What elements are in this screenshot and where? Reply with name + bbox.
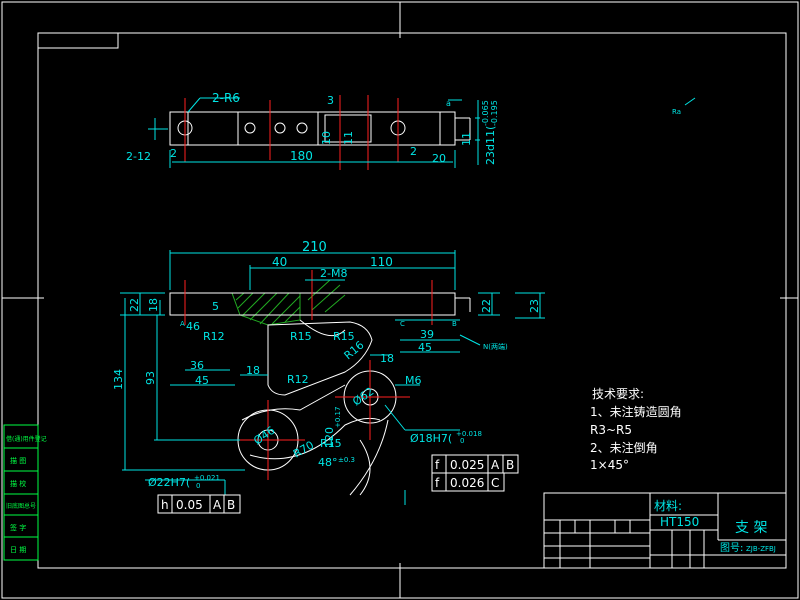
side-stamp: 借(通)用件登记 描 图 描 校 旧底图总号 签 字 日 期 bbox=[3, 424, 47, 561]
tol1-symbol: f bbox=[435, 458, 440, 472]
tol2-datum-1: C bbox=[491, 476, 499, 490]
dim-bore-22h7-upper: +0.021 bbox=[194, 474, 220, 482]
dim-distance-120: 120 bbox=[323, 427, 336, 448]
dim-mid-3: 3 bbox=[327, 94, 334, 107]
dim-length-180: 180 bbox=[290, 149, 313, 163]
drawing-number: ZJB-ZFBJ bbox=[746, 545, 776, 553]
tol1-datum-2: B bbox=[506, 458, 514, 472]
dim-width-45-left: 45 bbox=[195, 374, 209, 387]
dim-radius-r15-a: R15 bbox=[290, 330, 312, 343]
dim-height-23-right: 23 bbox=[528, 299, 541, 313]
technical-requirements: 技术要求: 1、未注铸造圆角 R3~R5 2、未注倒角 1×45° bbox=[590, 387, 682, 472]
tolerance-frame-2: f 0.026 C bbox=[431, 472, 505, 492]
dim-radius-r12-a: R12 bbox=[203, 330, 225, 343]
dim-bore-18h7-lower: 0 bbox=[460, 437, 464, 445]
dim-angle-48-tolerance: ±0.3 bbox=[338, 456, 355, 464]
dim-thread-m6: M6 bbox=[405, 374, 422, 387]
dim-width-18-left: 18 bbox=[246, 364, 260, 377]
flatness-tag: N(两端) bbox=[483, 342, 508, 351]
dim-holes-2m8: 2-M8 bbox=[320, 267, 347, 280]
dim-right-20: 20 bbox=[432, 152, 446, 165]
dim-width-46: 46 bbox=[186, 320, 200, 333]
dim-radius-r12-b: R12 bbox=[287, 373, 309, 386]
dim-height-5: 5 bbox=[212, 300, 219, 313]
drawing-number-label: 图号: bbox=[720, 542, 743, 554]
dim-tolerance-23d11: 23d11( bbox=[484, 126, 497, 165]
stamp-row-4: 旧底图总号 bbox=[6, 502, 36, 510]
dim-height-93: 93 bbox=[144, 371, 157, 385]
tol3-symbol: h bbox=[161, 498, 169, 512]
tech-req-line-2: R3~R5 bbox=[590, 423, 632, 437]
dim-bore-22h7: Ø22H7( bbox=[148, 476, 190, 489]
dim-height-18-left: 18 bbox=[147, 298, 160, 312]
datum-b-label: B bbox=[452, 320, 457, 328]
part-name: 支 架 bbox=[735, 520, 767, 536]
stamp-row-3: 描 校 bbox=[10, 479, 26, 488]
tech-req-title: 技术要求: bbox=[592, 387, 644, 401]
section-hatch bbox=[231, 279, 346, 326]
dim-radius-r15-c: R15 bbox=[320, 437, 342, 450]
tol3-datum-2: B bbox=[227, 498, 235, 512]
dim-height-134: 134 bbox=[112, 369, 125, 390]
dim-height-22-right: 22 bbox=[480, 299, 493, 313]
dim-diameter-46: Ø46 bbox=[251, 424, 277, 448]
dim-right-11: 11 bbox=[460, 132, 473, 146]
tolerance-frame-3: h 0.05 A B bbox=[157, 494, 241, 514]
tech-req-line-4: 1×45° bbox=[590, 458, 629, 472]
stamp-row-6: 日 期 bbox=[10, 546, 26, 554]
dim-length-110: 110 bbox=[370, 255, 393, 269]
stamp-row-5: 签 字 bbox=[10, 523, 26, 532]
material-label: 材料: bbox=[654, 499, 682, 513]
stamp-row-1: 借(通)用件登记 bbox=[6, 435, 47, 443]
dim-radius-r70: R70 bbox=[291, 439, 316, 461]
roughness-note: Ra bbox=[672, 108, 681, 116]
material-value: HT150 bbox=[660, 515, 699, 529]
dim-bore-18h7-upper: +0.018 bbox=[456, 430, 482, 438]
dim-mid-10: 10 bbox=[320, 131, 333, 145]
dim-width-45-right: 45 bbox=[418, 341, 432, 354]
dim-fillet-2r6: 2-R6 bbox=[212, 91, 240, 105]
dim-distance-120-tolerance: +0.17 bbox=[334, 407, 342, 428]
title-block: 材料: HT150 支 架 图号: ZJB-ZFBJ bbox=[543, 492, 787, 569]
dim-tolerance-23d11-lower: -0.195 bbox=[490, 100, 499, 126]
datum-c-label: C bbox=[400, 320, 405, 328]
tol2-symbol: f bbox=[435, 476, 440, 490]
dim-angle-48: 48° bbox=[318, 456, 338, 469]
tech-req-line-3: 2、未注倒角 bbox=[590, 440, 658, 455]
front-view: 210 110 40 2-M8 22 18 22 23 39 45 36 45 … bbox=[112, 240, 545, 505]
dim-right-2: 2 bbox=[410, 145, 417, 158]
dim-chamfer-2x12: 2-12 bbox=[126, 150, 151, 163]
stamp-row-2: 描 图 bbox=[10, 456, 26, 465]
tol2-value: 0.026 bbox=[450, 476, 484, 490]
dim-width-18-right: 18 bbox=[380, 352, 394, 365]
dim-width-36: 36 bbox=[190, 359, 204, 372]
tol1-value: 0.025 bbox=[450, 458, 484, 472]
dim-bore-22h7-lower: 0 bbox=[196, 482, 200, 490]
dim-tolerance-23d11-upper: -0.065 bbox=[481, 100, 490, 126]
dim-left-2: 2 bbox=[170, 147, 177, 160]
datum-a-label: A bbox=[180, 320, 185, 328]
dim-height-22-left: 22 bbox=[128, 298, 141, 312]
roughness-mark-a: a bbox=[446, 99, 451, 108]
top-view: 2-R6 180 2-12 2 2 20 3 10 11 11 23d11( -… bbox=[126, 91, 696, 170]
tech-req-line-1: 1、未注铸造圆角 bbox=[590, 404, 682, 419]
tolerance-frame-1: f 0.025 A B bbox=[431, 454, 519, 474]
tol3-value: 0.05 bbox=[176, 498, 203, 512]
tol1-datum-1: A bbox=[491, 458, 500, 472]
dim-length-40: 40 bbox=[272, 255, 287, 269]
dim-mid-11: 11 bbox=[342, 131, 355, 145]
tol3-datum-1: A bbox=[213, 498, 222, 512]
dim-bore-18h7: Ø18H7( bbox=[410, 432, 452, 445]
dim-radius-r15-b: R15 bbox=[333, 330, 355, 343]
dim-length-210: 210 bbox=[302, 240, 327, 255]
dim-width-39: 39 bbox=[420, 328, 434, 341]
